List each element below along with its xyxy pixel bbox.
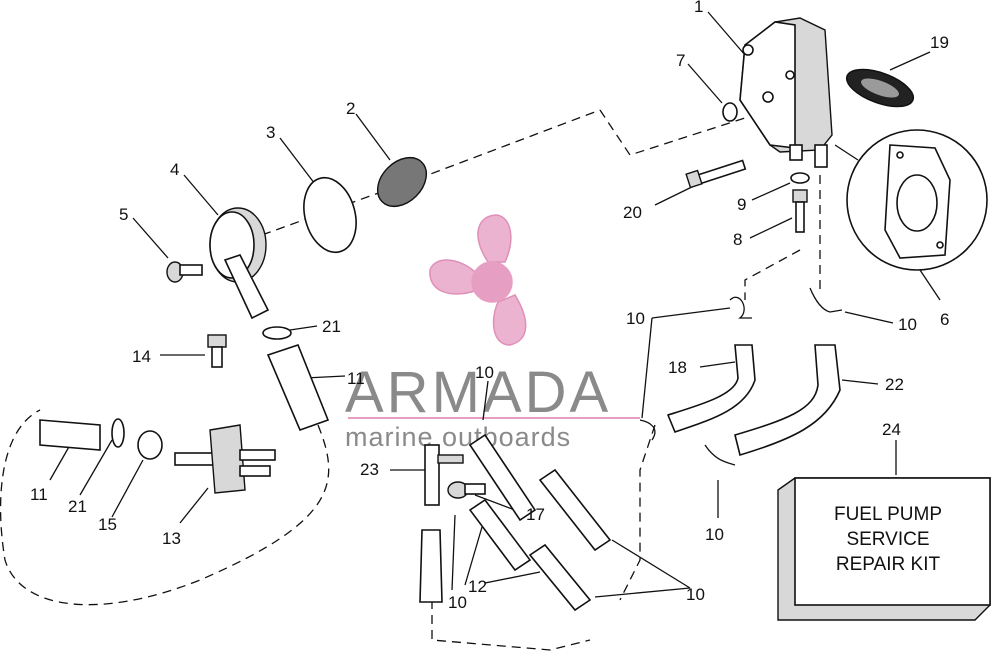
kit-box-line-2: SERVICE: [846, 529, 929, 550]
part-12-hoses: [419, 433, 612, 612]
callout-14: 14: [132, 347, 151, 366]
part-22-hose: [734, 344, 841, 457]
callout-18: 18: [668, 358, 687, 377]
kit-box-line-1: FUEL PUMP: [834, 504, 942, 525]
part-11-hose-b: [39, 419, 101, 451]
part-5-screw: [166, 261, 203, 283]
callout-labels: 1 2 3 4 5 6 7 8 9 10 10 10 10 10 10 11 1…: [30, 0, 949, 612]
part-21-ring-b: [111, 418, 125, 448]
callout-5: 5: [119, 205, 128, 224]
callout-22: 22: [885, 375, 904, 394]
part-2-screen: [376, 156, 428, 208]
callout-7: 7: [676, 51, 685, 70]
part-20-screw: [685, 159, 747, 189]
kit-box-label: FUEL PUMP SERVICE REPAIR KIT: [834, 504, 942, 575]
part-10-clip-a: [729, 296, 752, 319]
part-18-hose: [666, 344, 756, 434]
callout-21-b: 21: [68, 497, 87, 516]
callout-23: 23: [360, 460, 379, 479]
part-23-fitting: [424, 444, 464, 506]
watermark-tagline: marine outboards: [345, 422, 571, 452]
propeller-logo-icon: [429, 214, 527, 346]
part-13-valve: [174, 424, 276, 494]
part-1-pump-body: [739, 17, 833, 168]
part-10-clip-c: [704, 444, 736, 466]
watermark-brand: ARMADA: [345, 360, 611, 425]
part-11-hose-a: [266, 344, 330, 432]
part-7-o-ring: [722, 102, 738, 122]
callout-9: 9: [737, 195, 746, 214]
callout-10-d: 10: [705, 525, 724, 544]
callout-3: 3: [266, 123, 275, 142]
part-3-gasket-ring: [303, 176, 357, 254]
part-4-pump-cover: [209, 207, 270, 320]
callout-19: 19: [930, 33, 949, 52]
part-10-clip-d: [639, 419, 656, 441]
callout-1: 1: [694, 0, 703, 16]
part-9-washer: [790, 172, 810, 184]
leader-lines: [49, 11, 941, 598]
callout-13: 13: [162, 529, 181, 548]
callout-6: 6: [940, 310, 949, 329]
callout-10-a: 10: [626, 309, 645, 328]
callout-4: 4: [170, 160, 179, 179]
callout-21-a: 21: [322, 317, 341, 336]
part-24-repair-kit-box: [777, 477, 991, 621]
part-14-screw: [207, 334, 227, 368]
callout-10-b: 10: [898, 315, 917, 334]
callout-2: 2: [346, 99, 355, 118]
part-15-washer: [137, 430, 163, 460]
part-19-gasket: [845, 68, 915, 108]
armada-watermark: ARMADA marine outboards: [345, 214, 640, 452]
part-21-ring-a: [262, 326, 292, 340]
callout-11-a: 11: [30, 485, 48, 504]
callout-20: 20: [623, 203, 642, 222]
callout-10-c: 10: [475, 363, 494, 382]
part-8-fitting: [792, 189, 808, 233]
part-6-gasket-detail: [834, 129, 988, 271]
callout-12: 12: [468, 577, 487, 596]
callout-17: 17: [526, 505, 545, 524]
callout-8: 8: [733, 230, 742, 249]
part-17-fitting: [447, 481, 486, 499]
callout-10-f: 10: [686, 585, 705, 604]
kit-box-line-3: REPAIR KIT: [836, 554, 941, 575]
part-10-clip-b: [809, 287, 843, 313]
callout-15: 15: [98, 515, 117, 534]
callout-24: 24: [882, 420, 901, 439]
callout-11-b: 11: [347, 369, 365, 388]
callout-10-e: 10: [448, 593, 467, 612]
